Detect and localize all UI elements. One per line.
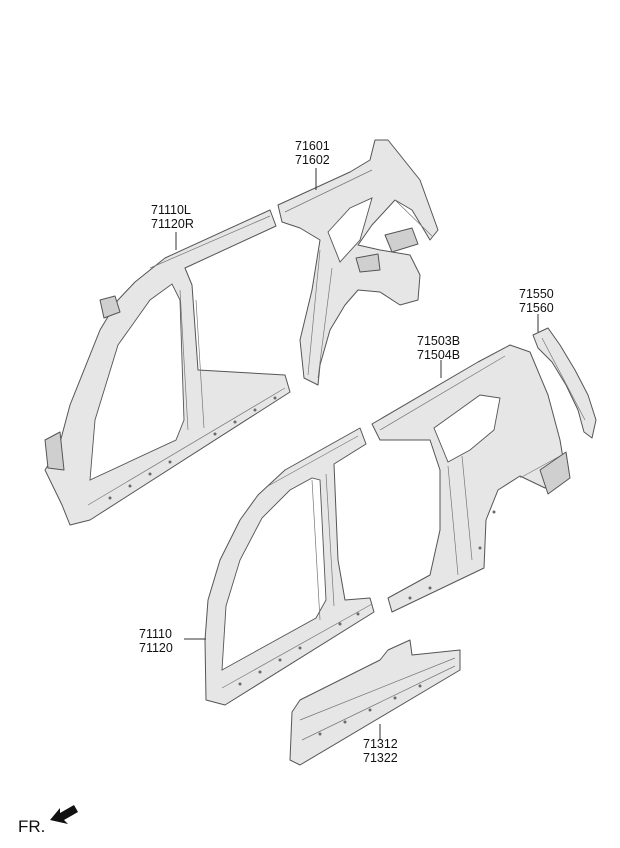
label-71312: 71312	[363, 737, 398, 751]
inner-quarter-panel	[277, 139, 439, 386]
label-71322: 71322	[363, 751, 398, 765]
inner-front-side-panel	[44, 209, 291, 526]
label-71602: 71602	[295, 153, 330, 167]
label-71120R: 71120R	[151, 217, 194, 231]
label-71601: 71601	[295, 139, 330, 153]
label-71503B: 71503B	[417, 334, 460, 348]
front-direction-label: FR.	[18, 817, 45, 836]
label-71560: 71560	[519, 301, 554, 315]
label-71120: 71120	[139, 641, 173, 655]
label-71110L: 71110L	[151, 203, 191, 217]
quarter-extension	[532, 327, 597, 439]
front-arrow-icon	[50, 805, 78, 824]
front-direction-indicator: FR.	[18, 805, 78, 836]
outer-quarter-panel	[371, 344, 571, 613]
label-71110: 71110	[139, 627, 172, 641]
outer-front-side-panel	[204, 427, 375, 706]
label-71550: 71550	[519, 287, 554, 301]
side-sill-panel	[289, 639, 461, 766]
label-71504B: 71504B	[417, 348, 460, 362]
